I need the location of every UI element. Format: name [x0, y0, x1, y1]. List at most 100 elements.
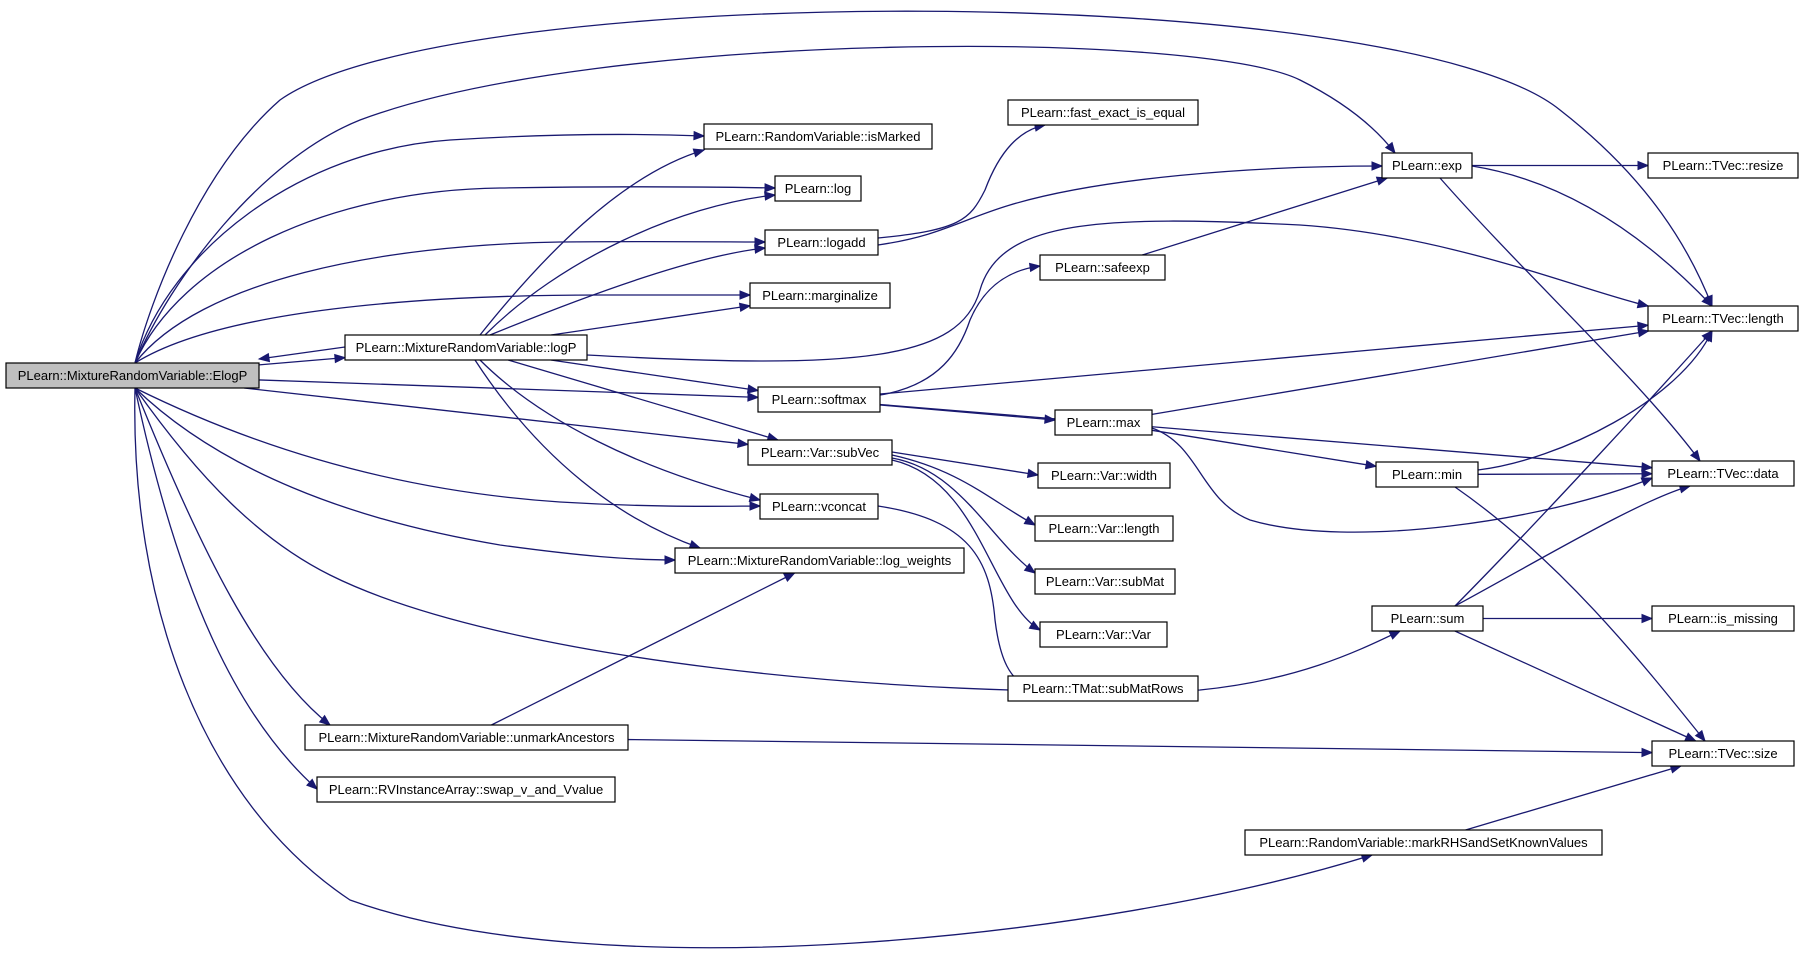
arrowhead [1641, 469, 1654, 479]
node-box [1375, 461, 1479, 488]
edge-logadd-to-exp [877, 161, 1384, 246]
node-label: PLearn::logadd [777, 235, 865, 250]
edge-line [1142, 177, 1388, 256]
node-label: PLearn::TVec::length [1662, 311, 1783, 326]
arrowhead [746, 384, 760, 394]
edge-line [489, 247, 766, 336]
node-label: PLearn::exp [1392, 158, 1462, 173]
node-label: PLearn::MixtureRandomVariable::log_weigh… [688, 553, 952, 568]
arrowhead [334, 353, 347, 364]
node-log_weights[interactable]: PLearn::MixtureRandomVariable::log_weigh… [674, 547, 965, 574]
node-elogp[interactable]: PLearn::MixtureRandomVariable::ElogP [5, 362, 260, 389]
node-var[interactable]: PLearn::Var::Var [1039, 621, 1168, 648]
arrowhead [754, 237, 767, 247]
node-subMat[interactable]: PLearn::Var::subMat [1034, 568, 1176, 595]
node-subVec[interactable]: PLearn::Var::subVec [747, 439, 893, 466]
node-exp[interactable]: PLearn::exp [1381, 152, 1473, 179]
node-is_missing[interactable]: PLearn::is_missing [1651, 605, 1795, 632]
node-label: PLearn::marginalize [762, 288, 878, 303]
arrowhead [739, 290, 752, 300]
edge-line [134, 387, 676, 561]
node-unmark[interactable]: PLearn::MixtureRandomVariable::unmarkAnc… [304, 724, 629, 751]
node-resize[interactable]: PLearn::TVec::resize [1647, 152, 1799, 179]
edge-elogp-to-tlength [134, 10, 1713, 364]
edge-line [877, 124, 1046, 239]
edge-subVec-to-var [891, 459, 1042, 631]
edge-line [1151, 330, 1649, 415]
edge-max-to-min [1151, 429, 1378, 470]
arrowhead [1684, 732, 1697, 742]
edge-elogp-to-swap [134, 387, 319, 790]
node-label: PLearn::MixtureRandomVariable::logP [356, 340, 577, 355]
edge-sum-to-size [1454, 630, 1697, 742]
node-label: PLearn::TVec::size [1668, 746, 1777, 761]
node-label: PLearn::Var::subVec [761, 445, 880, 460]
edge-elogp-to-subVec [244, 387, 750, 448]
node-label: PLearn::TMat::subMatRows [1022, 681, 1184, 696]
node-min[interactable]: PLearn::min [1375, 461, 1479, 488]
edge-subVec-to-subMat [891, 457, 1037, 574]
arrowhead [1636, 298, 1650, 309]
edge-line [134, 240, 766, 364]
edge-line [879, 403, 1653, 469]
node-softmax[interactable]: PLearn::softmax [757, 386, 881, 413]
edge-line [134, 186, 776, 364]
node-label: PLearn::RVInstanceArray::swap_v_and_Vval… [329, 782, 603, 797]
node-marginalize[interactable]: PLearn::marginalize [749, 282, 891, 309]
arrowhead [1701, 329, 1713, 342]
node-box [1039, 254, 1166, 281]
node-safeexp[interactable]: PLearn::safeexp [1039, 254, 1166, 281]
node-box [1034, 568, 1176, 595]
arrowhead [747, 392, 760, 402]
node-box [749, 282, 891, 309]
edge-elogp-to-isMarked [134, 130, 706, 364]
edge-vconcat-to-subMatRows [877, 505, 1032, 689]
edge-elogp-to-logadd [134, 237, 767, 364]
node-label: PLearn::MixtureRandomVariable::unmarkAnc… [318, 730, 615, 745]
edge-line [258, 346, 346, 360]
arrowhead [1641, 747, 1654, 758]
node-width[interactable]: PLearn::Var::width [1037, 462, 1171, 489]
arrowhead [1701, 295, 1713, 307]
node-logP[interactable]: PLearn::MixtureRandomVariable::logP [344, 334, 588, 361]
node-box [1007, 99, 1199, 126]
node-box [1371, 605, 1484, 632]
node-data[interactable]: PLearn::TVec::data [1651, 460, 1795, 487]
node-box [304, 724, 629, 751]
node-box [1039, 621, 1168, 648]
edge-exp-to-tlength [1471, 165, 1713, 307]
node-label: PLearn::Var::length [1048, 521, 1159, 536]
node-swap[interactable]: PLearn::RVInstanceArray::swap_v_and_Vval… [316, 776, 616, 803]
edge-line [627, 738, 1653, 754]
edge-elogp-to-unmark [134, 387, 332, 726]
edge-logP-to-log [484, 191, 777, 336]
node-layer: PLearn::MixtureRandomVariable::ElogPPLea… [5, 99, 1799, 856]
edge-elogp-to-markRHS [134, 387, 1374, 949]
edge-markRHS-to-size [1465, 764, 1683, 831]
node-sum[interactable]: PLearn::sum [1371, 605, 1484, 632]
edge-unmark-to-size [627, 738, 1654, 758]
edge-max-to-data [1151, 427, 1654, 533]
edge-min-to-tlength [1477, 329, 1713, 471]
node-logadd[interactable]: PLearn::logadd [764, 229, 879, 256]
node-log[interactable]: PLearn::log [774, 175, 862, 202]
edge-elogp-to-softmax [258, 379, 760, 402]
edge-line [1465, 765, 1682, 831]
node-size[interactable]: PLearn::TVec::size [1651, 740, 1795, 767]
node-max[interactable]: PLearn::max [1054, 409, 1153, 436]
node-label: PLearn::max [1067, 415, 1141, 430]
edge-safeexp-to-exp [1142, 176, 1389, 256]
arrowhead [1384, 141, 1396, 155]
node-box [757, 386, 881, 413]
edge-line [891, 454, 1036, 526]
node-box [1007, 675, 1199, 702]
node-isMarked[interactable]: PLearn::RandomVariable::isMarked [703, 123, 933, 150]
node-vconcat[interactable]: PLearn::vconcat [759, 493, 879, 520]
node-markRHS[interactable]: PLearn::RandomVariable::markRHSandSetKno… [1244, 829, 1603, 856]
edge-softmax-to-max [879, 404, 1057, 424]
node-tlength[interactable]: PLearn::TVec::length [1647, 305, 1799, 332]
node-vlength[interactable]: PLearn::Var::length [1034, 515, 1174, 542]
node-subMatRows[interactable]: PLearn::TMat::subMatRows [1007, 675, 1199, 702]
edge-line [877, 165, 1383, 246]
node-fexact[interactable]: PLearn::fast_exact_is_equal [1007, 99, 1199, 126]
